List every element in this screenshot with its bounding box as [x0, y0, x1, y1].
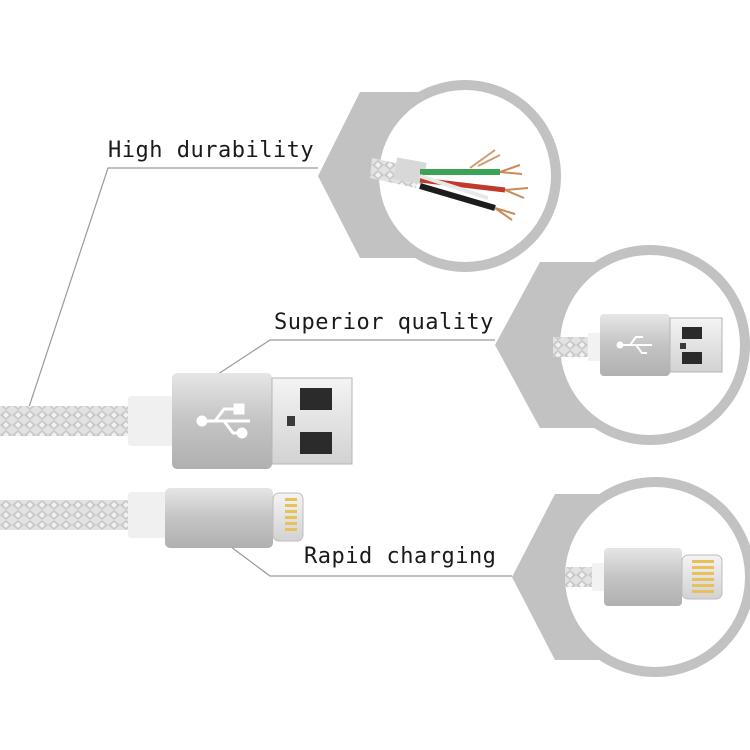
usb-symbol-icon: [616, 336, 652, 354]
lightning-pins-icon: [692, 560, 714, 593]
usb-cable-main: [0, 373, 353, 469]
usb-connector-small: [553, 314, 723, 376]
lightning-connector-small: [565, 548, 723, 606]
leader-line-charging: [214, 534, 512, 577]
leader-line-quality: [211, 339, 495, 379]
callout-charging: [512, 477, 750, 677]
leader-lines: [27, 167, 512, 577]
feature-label-durability: High durability: [108, 138, 315, 163]
lightning-cable-main: [0, 488, 304, 548]
lightning-pins-icon: [285, 498, 297, 531]
feature-label-charging: Rapid charging: [304, 544, 497, 569]
callout-durability: [318, 80, 561, 272]
stripped-wire-icon: [370, 149, 529, 221]
leader-line-durability: [27, 167, 318, 411]
feature-label-quality: Superior quality: [274, 310, 494, 335]
callout-quality: [495, 245, 750, 445]
usb-symbol-icon: [196, 403, 250, 439]
